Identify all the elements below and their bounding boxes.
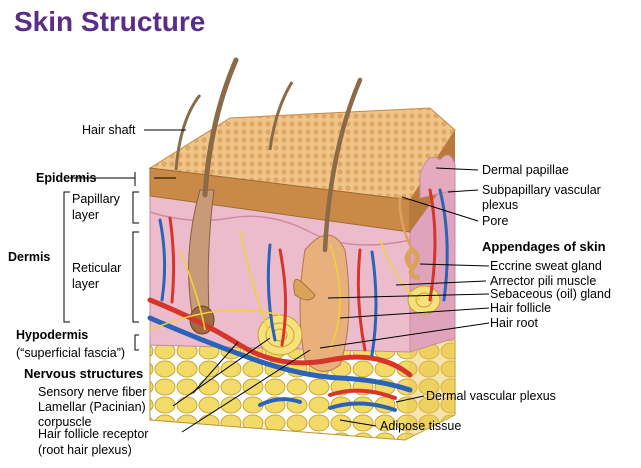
label-reticular-line2: layer xyxy=(72,277,100,291)
nerve-fibers xyxy=(149,229,421,351)
label-hair-follicle-receptor-line1: Hair follicle receptor xyxy=(38,427,149,441)
label-dermal-vascular-plexus: Dermal vascular plexus xyxy=(426,389,556,403)
hair-follicle-left xyxy=(188,57,239,335)
label-arrector-pili-muscle: Arrector pili muscle xyxy=(490,274,597,288)
label-nervous-structures: Nervous structures xyxy=(24,366,144,381)
label-subpapillary-line2: plexus xyxy=(482,198,519,212)
blood-vessels xyxy=(147,188,449,412)
label-superficial-fascia: (“superficial fascia”) xyxy=(16,346,126,360)
label-reticular-line1: Reticular xyxy=(72,261,122,275)
label-adipose-tissue: Adipose tissue xyxy=(380,419,462,433)
label-papillary-line1: Papillary xyxy=(72,192,120,206)
label-sebaceous-gland: Sebaceous (oil) gland xyxy=(490,287,611,301)
label-hair-shaft: Hair shaft xyxy=(82,123,136,137)
label-pore: Pore xyxy=(482,214,509,228)
label-sensory-nerve-fiber: Sensory nerve fiber xyxy=(38,385,147,399)
leader-lines xyxy=(144,129,490,433)
label-epidermis: Epidermis xyxy=(36,171,97,185)
label-hypodermis: Hypodermis xyxy=(16,328,89,342)
label-dermal-papillae: Dermal papillae xyxy=(482,163,569,177)
label-dermis: Dermis xyxy=(8,250,51,264)
label-appendages-of-skin: Appendages of skin xyxy=(482,239,606,254)
label-eccrine-sweat-gland: Eccrine sweat gland xyxy=(490,259,602,273)
label-hair-follicle: Hair follicle xyxy=(490,301,552,315)
page-title: Skin Structure xyxy=(14,6,206,37)
label-papillary-line2: layer xyxy=(72,208,100,222)
label-lamellar-line1: Lamellar (Pacinian) xyxy=(38,400,146,414)
label-lamellar-line2: corpuscle xyxy=(38,415,92,429)
label-subpapillary-line1: Subpapillary vascular xyxy=(482,183,601,197)
label-hair-follicle-receptor-line2: (root hair plexus) xyxy=(38,443,132,457)
label-hair-root: Hair root xyxy=(490,316,538,330)
layer-brackets xyxy=(63,172,139,351)
